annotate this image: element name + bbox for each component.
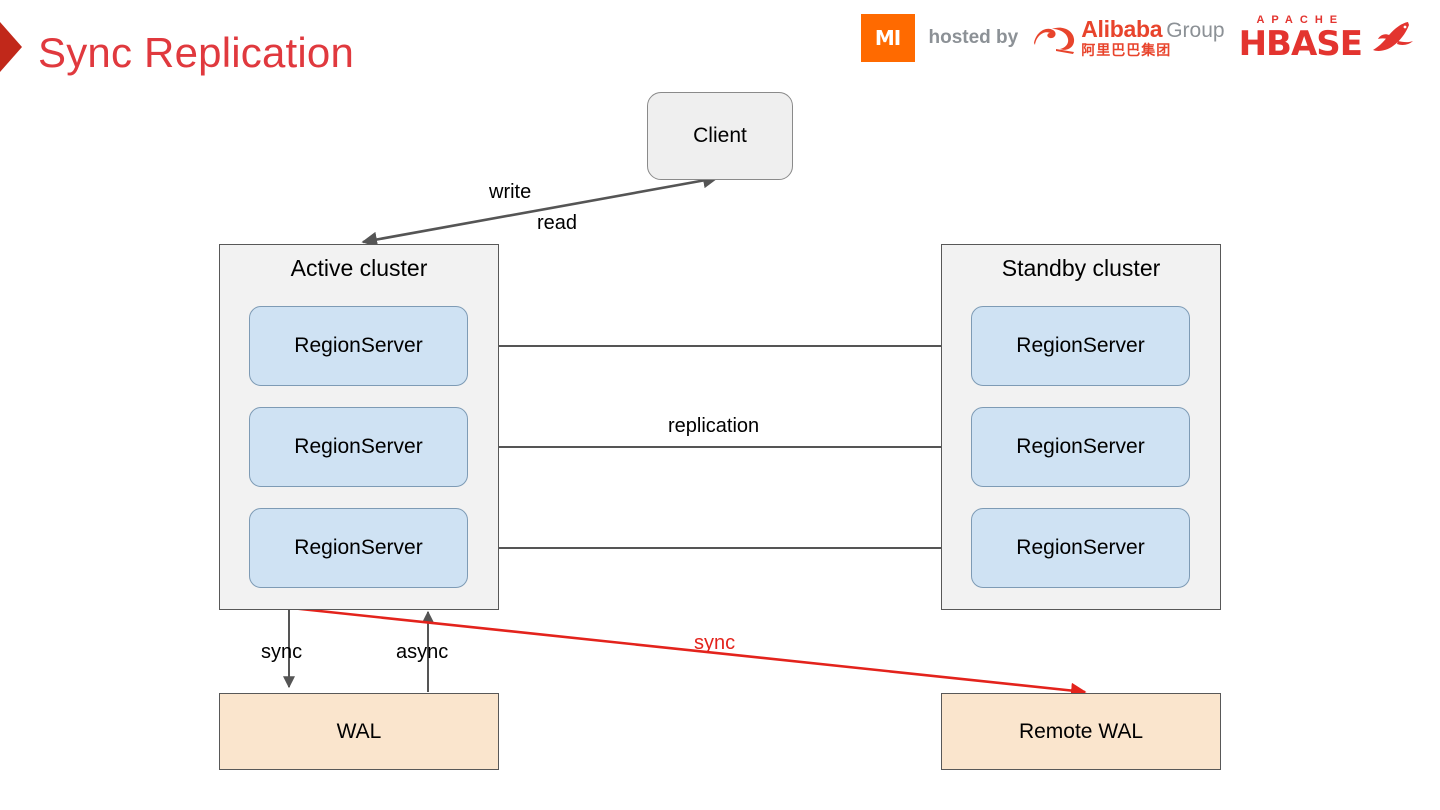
edge-label-write: write (489, 181, 532, 203)
client-node[interactable]: Client (647, 92, 793, 180)
alibaba-name: Alibaba (1081, 16, 1163, 42)
page-title: Sync Replication (38, 29, 355, 76)
title-bullet-arrow-icon (0, 22, 22, 72)
wal-node[interactable]: WAL (219, 693, 499, 770)
edge-client-cluster (361, 172, 719, 248)
alibaba-name-cn: 阿里巴巴集团 (1081, 43, 1172, 59)
wal-label: WAL (336, 719, 382, 743)
xiaomi-logo: MI (860, 14, 915, 62)
edge-label-replication: replication (668, 415, 760, 437)
regionserver-label: RegionServer (294, 536, 423, 559)
hbase-name-label: HBASE (1238, 24, 1363, 64)
regionserver-label: RegionServer (1016, 334, 1145, 357)
standby-regionserver-1[interactable]: RegionServer (971, 306, 1190, 386)
active-regionserver-3[interactable]: RegionServer (249, 508, 468, 588)
hbase-logo: APACHE HBASE (1239, 15, 1416, 61)
edge-label-sync: sync (261, 641, 303, 663)
regionserver-label: RegionServer (294, 334, 423, 357)
active-regionserver-1[interactable]: RegionServer (249, 306, 468, 386)
hosted-by-label: hosted by (928, 27, 1019, 48)
xiaomi-logo-text: MI (874, 26, 901, 50)
standby-regionserver-2[interactable]: RegionServer (971, 407, 1190, 487)
hbase-orca-icon (1373, 22, 1413, 51)
edge-remote-sync (290, 606, 1087, 699)
regionserver-label: RegionServer (1016, 536, 1145, 559)
regionserver-label: RegionServer (1016, 435, 1145, 458)
remote-wal-label: Remote WAL (1018, 719, 1144, 743)
alibaba-group-label: Group (1166, 19, 1225, 42)
edge-label-async: async (396, 641, 449, 663)
standby-regionserver-3[interactable]: RegionServer (971, 508, 1190, 588)
alibaba-mark-icon (1034, 27, 1075, 54)
hbase-apache-label: APACHE (1256, 14, 1345, 26)
edge-label-remote-sync: sync (694, 632, 736, 654)
active-cluster-label: Active cluster (290, 255, 428, 281)
remote-wal-node[interactable]: Remote WAL (941, 693, 1221, 770)
edge-label-read: read (537, 212, 578, 234)
standby-cluster-label: Standby cluster (1001, 255, 1161, 281)
client-label: Client (693, 124, 747, 147)
regionserver-label: RegionServer (294, 435, 423, 458)
hbase-wordmark: APACHE HBASE (1238, 14, 1363, 64)
active-regionserver-2[interactable]: RegionServer (249, 407, 468, 487)
